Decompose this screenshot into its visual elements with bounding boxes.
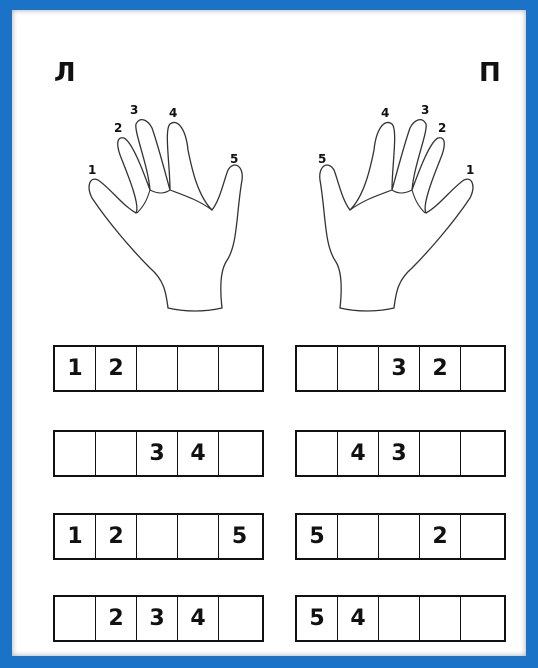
grid-cell xyxy=(420,432,461,475)
right-hand-outline xyxy=(320,120,473,311)
grid-cell xyxy=(137,347,178,390)
grid-cell xyxy=(461,515,502,558)
grid-cell: 4 xyxy=(178,597,219,640)
grid-cell: 2 xyxy=(420,515,461,558)
grid-row-1-left: 1 2 xyxy=(53,345,264,392)
grid-cell: 1 xyxy=(55,347,96,390)
grid-cell xyxy=(297,432,338,475)
grid-cell: 5 xyxy=(219,515,260,558)
grid-cell xyxy=(379,597,420,640)
grid-cell xyxy=(178,515,219,558)
grid-cell: 2 xyxy=(96,347,137,390)
grid-cell: 4 xyxy=(338,432,379,475)
grid-cell xyxy=(96,432,137,475)
grid-cell xyxy=(219,597,260,640)
grid-cell: 3 xyxy=(137,597,178,640)
grid-row-2-right: 4 3 xyxy=(295,430,506,477)
grid-cell xyxy=(420,597,461,640)
grid-row-2-left: 3 4 xyxy=(53,430,264,477)
grid-cell xyxy=(461,432,502,475)
grid-row-4-right: 5 4 xyxy=(295,595,506,642)
left-finger-number-5: 5 xyxy=(230,152,238,166)
grid-row-1-right: 3 2 xyxy=(295,345,506,392)
grid-cell xyxy=(297,347,338,390)
grid-cell: 2 xyxy=(420,347,461,390)
grid-cell xyxy=(338,515,379,558)
grid-cell: 3 xyxy=(379,347,420,390)
grid-row-3-left: 1 2 5 xyxy=(53,513,264,560)
grid-cell xyxy=(219,347,260,390)
left-finger-number-2: 2 xyxy=(114,121,122,135)
grid-cell: 1 xyxy=(55,515,96,558)
grid-cell: 2 xyxy=(96,597,137,640)
grid-row-4-left: 2 3 4 xyxy=(53,595,264,642)
grid-cell xyxy=(137,515,178,558)
grid-cell xyxy=(178,347,219,390)
grid-cell: 4 xyxy=(338,597,379,640)
grid-cell: 5 xyxy=(297,515,338,558)
left-finger-number-4: 4 xyxy=(169,106,177,120)
left-hand-outline xyxy=(89,120,242,311)
grid-cell xyxy=(461,597,502,640)
right-finger-number-4: 4 xyxy=(381,106,389,120)
grid-cell: 4 xyxy=(178,432,219,475)
grid-cell: 3 xyxy=(137,432,178,475)
grid-cell xyxy=(55,597,96,640)
grid-cell xyxy=(379,515,420,558)
right-finger-number-2: 2 xyxy=(438,121,446,135)
grid-cell xyxy=(338,347,379,390)
right-finger-number-1: 1 xyxy=(466,163,474,177)
grid-row-3-right: 5 2 xyxy=(295,513,506,560)
grid-cell: 3 xyxy=(379,432,420,475)
right-finger-number-3: 3 xyxy=(421,103,429,117)
grid-cell xyxy=(219,432,260,475)
left-finger-number-3: 3 xyxy=(130,103,138,117)
grid-cell: 2 xyxy=(96,515,137,558)
left-finger-number-1: 1 xyxy=(88,163,96,177)
grid-cell xyxy=(461,347,502,390)
grid-cell xyxy=(55,432,96,475)
grid-cell: 5 xyxy=(297,597,338,640)
right-finger-number-5: 5 xyxy=(318,152,326,166)
